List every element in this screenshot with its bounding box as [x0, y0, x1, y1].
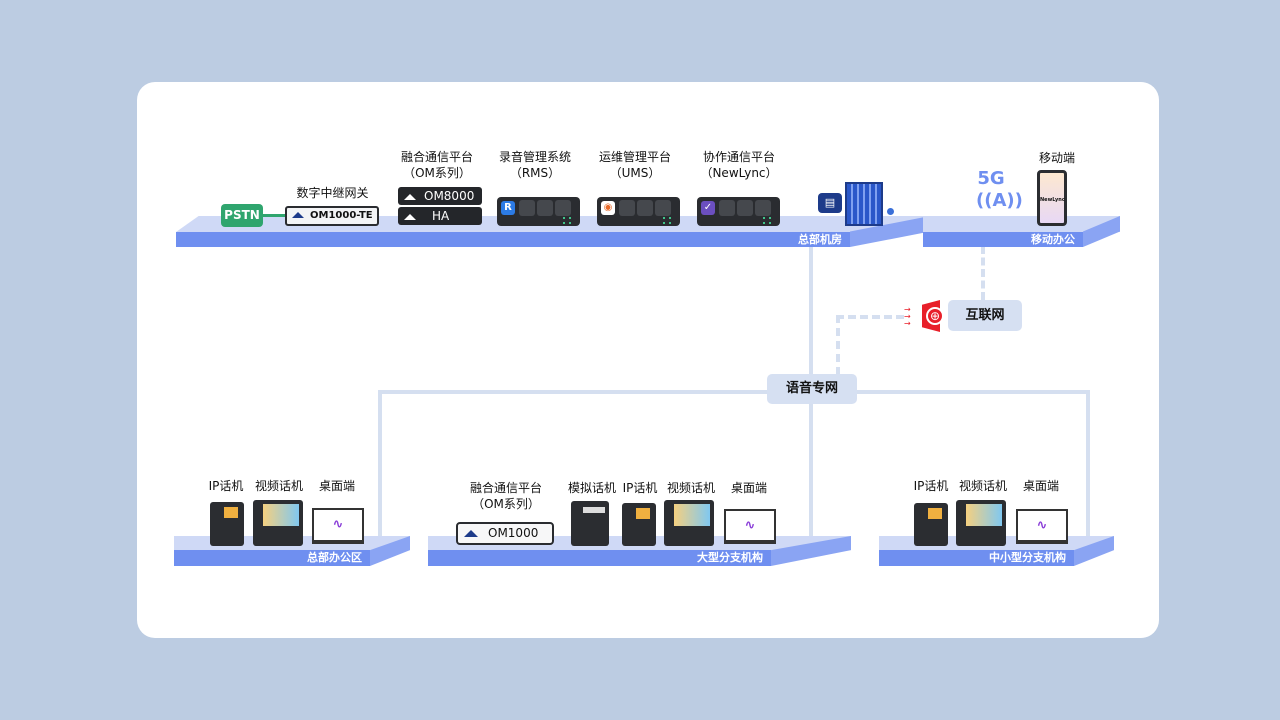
video-phone-icon	[664, 500, 714, 546]
internet-dashed-link	[836, 315, 904, 319]
hq-office-label: 总部办公区	[174, 550, 370, 566]
om-subtitle: （OM系列）	[403, 166, 471, 180]
om1000-device: OM1000	[456, 522, 554, 545]
analog-phone-icon	[571, 501, 609, 546]
laptop-icon: ∿	[312, 508, 364, 544]
antenna-icon: ((A))	[976, 190, 1023, 211]
5g-label: 5G	[977, 168, 1005, 189]
small-branch-label: 中小型分支机构	[879, 550, 1074, 566]
newrock-logo-icon	[404, 193, 416, 200]
ip-phone-icon	[622, 503, 656, 546]
om-title: 融合通信平台	[400, 150, 473, 164]
pstn-link	[263, 214, 285, 217]
mobile-dashed-link	[981, 246, 985, 300]
branch-om-title: 融合通信平台	[469, 481, 542, 495]
voice-network-label: 语音专网	[767, 374, 857, 404]
hq-room-label: 总部机房	[176, 232, 850, 247]
hq-office-link	[378, 390, 382, 538]
mobile-platform-top	[923, 216, 1120, 232]
laptop-icon: ∿	[724, 509, 776, 544]
small-branch-link	[1086, 390, 1090, 538]
newrock-logo-icon	[464, 530, 478, 537]
om1000-model: OM1000	[488, 526, 539, 540]
firewall-icon: →→→ ⊕	[904, 300, 948, 332]
large-branch-label: 大型分支机构	[428, 550, 771, 566]
ip-phone-icon	[914, 503, 948, 546]
om8000-model: OM8000	[424, 189, 475, 203]
rms-subtitle: （RMS）	[509, 166, 561, 180]
hq-video-phone-label: 视频话机	[254, 479, 303, 493]
om8000-device: OM8000	[398, 187, 482, 205]
rms-logo-icon: R	[501, 201, 515, 215]
internet-label: 互联网	[948, 300, 1022, 331]
hq-desktop-label: 桌面端	[318, 479, 355, 493]
newlync-subtitle: （NewLync）	[700, 166, 778, 180]
ums-logo-icon: ◉	[601, 201, 615, 215]
gateway-model: OM1000-TE	[310, 210, 373, 221]
analog-phone-label: 模拟话机	[567, 481, 616, 495]
mobile-office-label: 移动办公	[923, 232, 1083, 247]
video-phone-icon	[253, 500, 303, 546]
pin-icon	[887, 208, 894, 215]
newlync-logo-icon: ✓	[701, 201, 715, 215]
server-room-icon: ▤	[818, 193, 842, 213]
om-ha-device: HA	[398, 207, 482, 225]
ums-title: 运维管理平台	[598, 150, 671, 164]
ip-phone-icon	[210, 502, 244, 546]
small-ip-phone-label: IP话机	[913, 479, 949, 493]
branch-desktop-label: 桌面端	[730, 481, 767, 495]
pstn-badge: PSTN	[221, 204, 263, 227]
hq-ip-phone-label: IP话机	[208, 479, 244, 493]
newlync-server: ✓	[697, 197, 780, 226]
gateway-title: 数字中继网关	[296, 186, 369, 200]
branch-ip-phone-label: IP话机	[622, 481, 658, 495]
small-video-phone-label: 视频话机	[958, 479, 1007, 493]
newlync-title: 协作通信平台	[702, 150, 775, 164]
ums-subtitle: （UMS）	[609, 166, 661, 180]
gateway-device: OM1000-TE	[285, 206, 379, 226]
newrock-logo-icon	[292, 212, 304, 218]
small-desktop-label: 桌面端	[1022, 479, 1059, 493]
newrock-logo-icon	[404, 213, 416, 220]
om-ha-label: HA	[432, 209, 450, 223]
ums-server: ◉	[597, 197, 680, 226]
video-phone-icon	[956, 500, 1006, 546]
laptop-icon: ∿	[1016, 509, 1068, 544]
mobile-title: 移动端	[1038, 151, 1075, 165]
branch-om-subtitle: （OM系列）	[472, 497, 540, 511]
building-icon	[845, 182, 883, 226]
voice-network-bus	[378, 390, 1090, 394]
rms-title: 录音管理系统	[498, 150, 571, 164]
rms-server: R	[497, 197, 580, 226]
smartphone-icon: NewLync	[1037, 170, 1067, 226]
internet-dashed-drop	[836, 315, 840, 375]
branch-video-phone-label: 视频话机	[666, 481, 715, 495]
